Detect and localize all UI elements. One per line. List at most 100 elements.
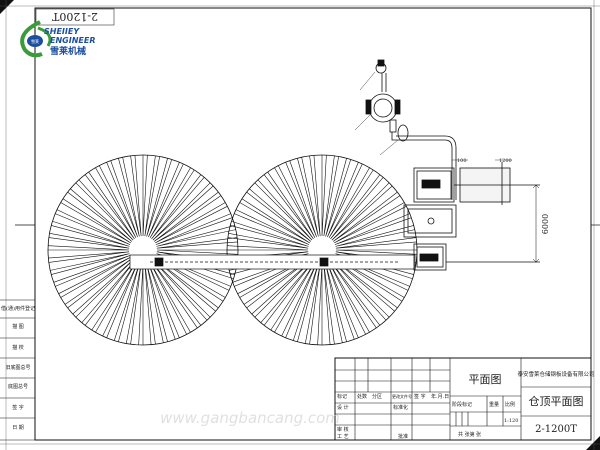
view-title: 平面图 [469, 373, 502, 386]
corner-mark [0, 0, 14, 14]
roof-rib [335, 249, 417, 255]
roof-rib [234, 209, 310, 245]
roof-rib [335, 225, 415, 247]
roof-rib [144, 263, 156, 345]
roof-rib [53, 255, 131, 287]
tb-weight: 重量 [489, 401, 499, 408]
tb-header: 年.月.日 [431, 393, 449, 400]
roof-rib [149, 167, 195, 239]
tb-scale-label: 比例 [505, 401, 515, 408]
roof-rib [102, 262, 138, 338]
roof-rib [274, 165, 316, 239]
tb-review: 审 核 [337, 426, 349, 433]
roof-rib [323, 155, 339, 237]
tb-design: 设 计 [337, 404, 349, 411]
dimension-1200: 1200 [499, 158, 512, 164]
roof-rib [331, 259, 390, 321]
roof-rib [285, 160, 317, 238]
roof-rib [334, 213, 412, 245]
roof-rib [50, 253, 130, 275]
roof-rib [230, 220, 309, 247]
roof-rib [325, 263, 347, 343]
roof-rib [330, 260, 381, 329]
roof-rib [149, 261, 191, 335]
roof-rib [254, 179, 313, 241]
svg-text:雪莱: 雪莱 [31, 38, 39, 44]
tb-header: 更改文件号 [392, 393, 412, 399]
roof-rib [152, 259, 211, 321]
roof-rib [309, 155, 321, 237]
side-label: 底图总号 [8, 383, 28, 390]
roof-rib [48, 245, 130, 251]
conveyor [129, 254, 416, 270]
roof-rib [48, 233, 130, 249]
roof-rib [246, 188, 312, 242]
roof-rib [260, 260, 314, 326]
tb-process: 工 艺 [337, 434, 349, 440]
drawing-frame [34, 7, 592, 441]
roof-rib [118, 157, 140, 237]
roof-rib [330, 174, 384, 240]
roof-rib [305, 263, 321, 345]
roof-rib [60, 198, 132, 244]
tb-company: 泰安雪莱仓储钢板设备有限公司 [517, 370, 594, 378]
roof-rib [64, 258, 133, 309]
roof-rib [148, 162, 184, 238]
roof-rib [263, 171, 314, 240]
side-record-block [0, 299, 35, 441]
roof-rib [67, 188, 133, 242]
drawing-number-stamp: 2-1200T [51, 10, 98, 23]
roof-rib [113, 263, 140, 342]
roof-rib [91, 261, 137, 333]
roof-rib [292, 263, 319, 342]
roof-rib [239, 198, 311, 244]
roof-rib [156, 249, 238, 255]
roof-rib [155, 213, 233, 245]
roof-rib [72, 259, 134, 318]
roof-rib [126, 263, 142, 345]
roof-rib [51, 220, 130, 247]
svg-text:雪莱机械: 雪莱机械 [50, 45, 86, 57]
roof-rib [323, 263, 335, 345]
roof-rib [146, 263, 168, 343]
roof-rib [156, 237, 238, 249]
roof-rib [325, 158, 352, 237]
svg-text:ENGINEER: ENGINEER [50, 36, 96, 45]
roof-rib [335, 237, 417, 249]
svg-text:SHEIIEY: SHEIIEY [44, 27, 80, 36]
tb-stage-mark: 阶段标记 [452, 401, 472, 408]
roof-rib [152, 182, 214, 241]
roof-rib [333, 202, 407, 244]
roof-rib [227, 245, 309, 251]
side-label: 借(通)用件登记 [1, 305, 35, 312]
roof-rib [331, 182, 393, 241]
roof-rib [144, 155, 160, 237]
roof-rib [106, 160, 138, 238]
roof-rib [227, 233, 309, 249]
tb-standardize: 标准化 [393, 404, 408, 411]
roof-rib [84, 171, 135, 240]
title-block [334, 357, 592, 441]
roof-rib [81, 260, 135, 326]
roof-rib [58, 256, 132, 298]
roof-rib [142, 155, 148, 237]
roof-rib [317, 263, 323, 345]
silo-roof-plans [47, 154, 418, 346]
tb-header: 标记 [337, 393, 347, 400]
drawing-title: 仓顶平面图 [529, 394, 584, 408]
side-label: 描 校 [12, 344, 24, 351]
tb-approve: 批准 [398, 433, 408, 440]
side-label: 日 期 [12, 425, 24, 431]
roof-rib [321, 155, 327, 237]
roof-rib [328, 261, 370, 335]
roof-rib [154, 202, 228, 244]
roof-rib [48, 251, 130, 263]
side-label: 签 字 [12, 404, 24, 411]
dust-collector [354, 59, 457, 200]
roof-rib [55, 209, 131, 245]
roof-rib [281, 262, 317, 338]
roof-rib [146, 158, 173, 237]
roof-rib [156, 225, 236, 247]
roof-rib [327, 262, 359, 340]
